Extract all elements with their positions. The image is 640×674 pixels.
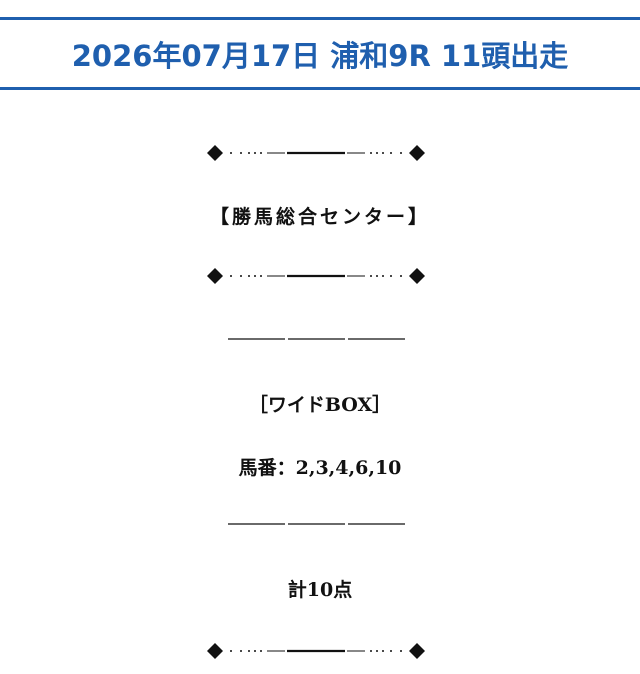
diamond-divider-icon (207, 643, 425, 659)
bet-type-label: ［ワイドBOX］ (248, 394, 392, 416)
triple-dash-rule-icon (228, 338, 405, 340)
horse-numbers: 馬番：2,3,4,6,10 (238, 457, 402, 479)
source-label: 【勝馬総合センター】 (209, 206, 430, 228)
triple-dash-rule-icon (228, 523, 405, 525)
page-title: 2026年07月17日 浦和9R 11頭出走 (71, 38, 569, 73)
race-header: 2026年07月17日 浦和9R 11頭出走 (0, 17, 640, 90)
diamond-divider-icon (207, 145, 425, 161)
diamond-divider-icon (207, 268, 425, 284)
total-points: 計10点 (287, 579, 353, 601)
